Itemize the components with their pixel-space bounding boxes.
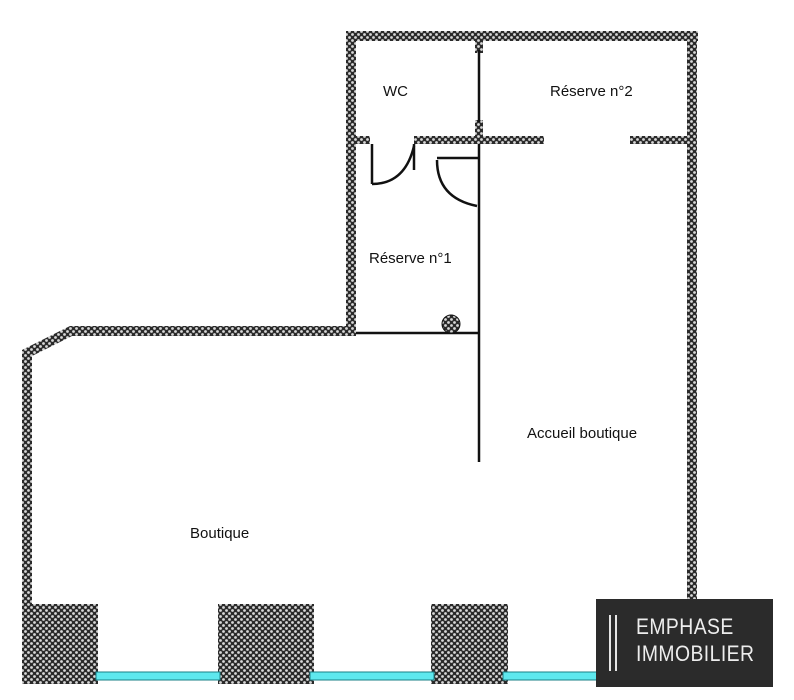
logo-line-1: EMPHASE bbox=[636, 614, 734, 639]
round-column bbox=[441, 314, 461, 334]
wall-right bbox=[687, 31, 697, 611]
room-label-boutique: Boutique bbox=[190, 525, 249, 542]
wall-rear-left bbox=[346, 31, 356, 336]
room-label-accueil: Accueil boutique bbox=[527, 425, 637, 442]
emphase-logo: EMPHASE IMMOBILIER bbox=[596, 599, 773, 687]
partitions bbox=[356, 50, 481, 462]
wall-wc-bottom-right bbox=[414, 136, 544, 144]
wall-angled-corner bbox=[22, 326, 74, 357]
pillar-1 bbox=[22, 604, 98, 684]
wall-left bbox=[22, 350, 32, 610]
interior-walls bbox=[356, 120, 687, 144]
logo-mark-icon bbox=[609, 615, 618, 671]
shop-windows bbox=[95, 671, 604, 681]
wall-shop-top bbox=[70, 326, 356, 336]
wall-top bbox=[346, 31, 698, 41]
room-label-reserve-2: Réserve n°2 bbox=[550, 83, 633, 100]
wall-stub-top bbox=[475, 41, 483, 53]
window-2 bbox=[309, 671, 435, 681]
wall-reserve2-bottom bbox=[630, 136, 687, 144]
exterior-walls bbox=[22, 31, 698, 611]
window-1 bbox=[95, 671, 221, 681]
logo-line-2: IMMOBILIER bbox=[636, 641, 755, 666]
wall-wc-bottom-left bbox=[356, 136, 370, 144]
facade-pillars bbox=[22, 604, 508, 684]
reserve1-door-swing bbox=[435, 159, 478, 208]
pillar-3 bbox=[431, 604, 508, 684]
wc-door-swing bbox=[371, 145, 416, 186]
room-label-reserve-1: Réserve n°1 bbox=[369, 250, 452, 267]
window-3 bbox=[502, 671, 604, 681]
room-label-wc: WC bbox=[383, 83, 408, 100]
wall-joint bbox=[475, 120, 483, 136]
pillar-2 bbox=[218, 604, 314, 684]
